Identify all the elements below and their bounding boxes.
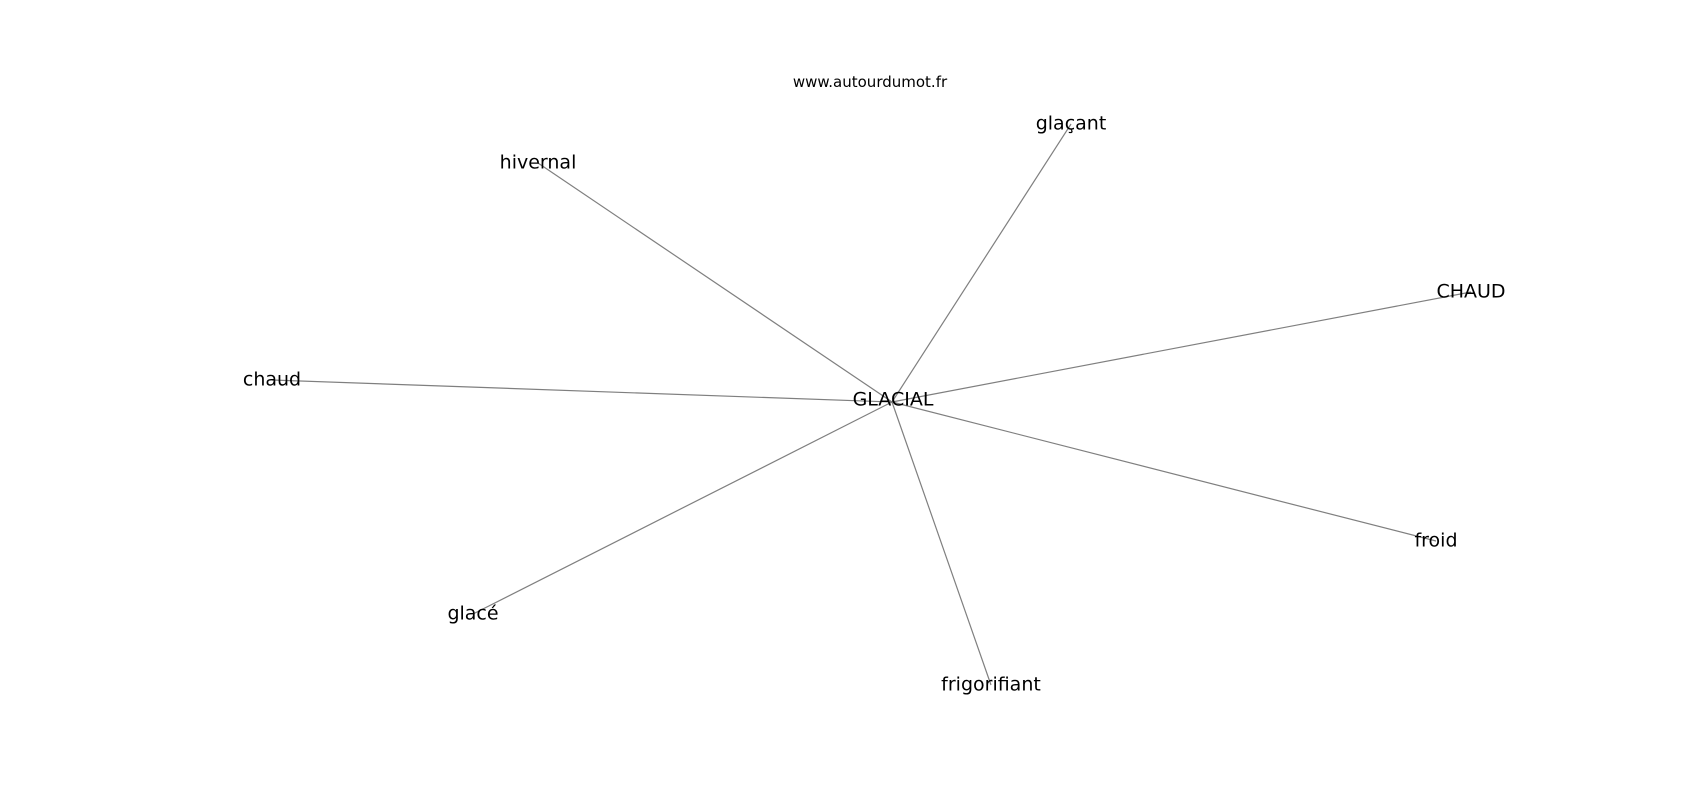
node-glace[interactable]: glacé xyxy=(447,602,499,625)
site-watermark: www.autourdumot.fr xyxy=(792,73,948,91)
edge-glacial-chaud xyxy=(271,379,893,403)
node-frigorifiant[interactable]: frigorifiant xyxy=(941,673,1041,696)
edge-glacial-glace xyxy=(472,401,893,615)
edge-glacial-hivernal xyxy=(537,162,893,403)
node-chaud[interactable]: chaud xyxy=(242,368,302,391)
edge-glacial-froid xyxy=(891,401,1437,542)
node-chaud-upper[interactable]: CHAUD xyxy=(1436,280,1506,303)
node-glacant[interactable]: glaçant xyxy=(1035,112,1107,135)
node-hivernal[interactable]: hivernal xyxy=(499,151,577,174)
edge-glacial-glacant xyxy=(891,123,1072,403)
node-froid[interactable]: froid xyxy=(1414,529,1458,552)
edge-glacial-frigorifiant xyxy=(891,401,992,686)
center-node-glacial[interactable]: GLACIAL xyxy=(852,388,934,411)
edge-glacial-chaud-upper xyxy=(891,291,1472,403)
